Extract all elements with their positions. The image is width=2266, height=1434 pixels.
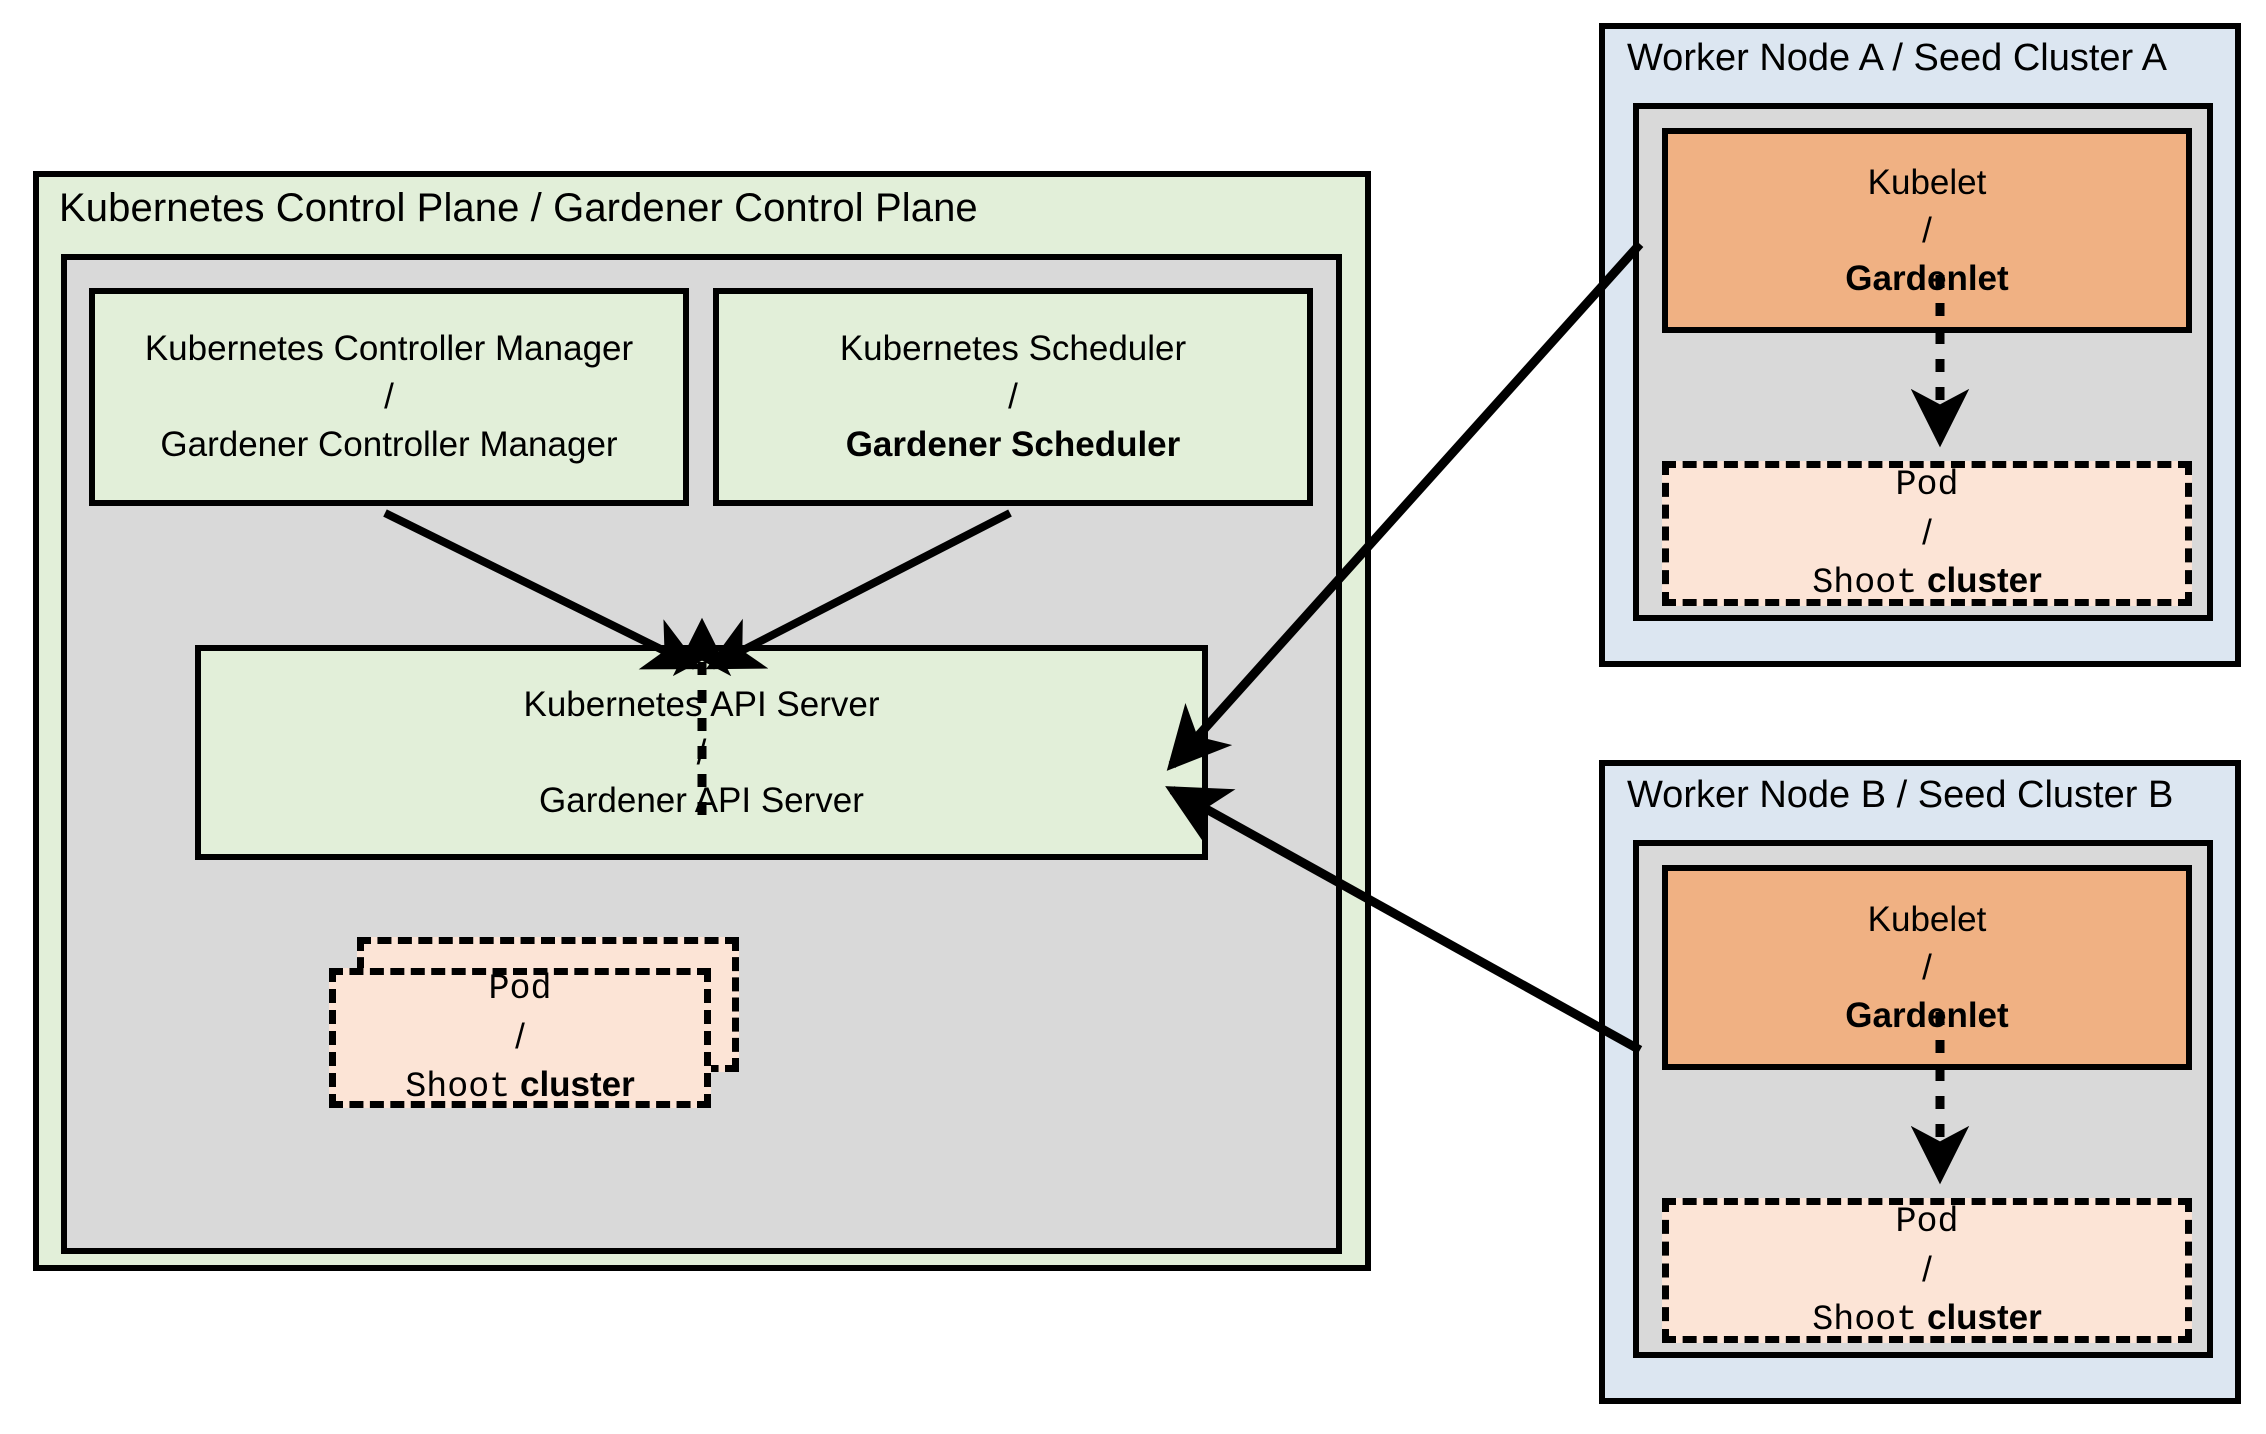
worker-a-agent-separator: /: [1922, 210, 1932, 250]
control-plane-pod-line1: Pod: [488, 969, 552, 1009]
worker-b-agent-separator: /: [1922, 947, 1932, 987]
worker-b-pod-line1: Pod: [1895, 1201, 1959, 1242]
worker-node-a-title: Worker Node A / Seed Cluster A: [1627, 37, 2168, 79]
api-server-separator: /: [696, 732, 707, 772]
worker-b-pod-shoot-word: Shoot: [1812, 1299, 1918, 1340]
controller-manager-separator: /: [384, 377, 394, 416]
worker-node-b-title: Worker Node B / Seed Cluster B: [1627, 774, 2174, 816]
worker-a-pod-line1: Pod: [1895, 464, 1959, 505]
control-plane-inner-region: Kubernetes Controller Manager / Gardener…: [61, 254, 1342, 1254]
controller-manager-box[interactable]: Kubernetes Controller Manager / Gardener…: [89, 288, 689, 506]
control-plane-panel: Kubernetes Control Plane / Gardener Cont…: [33, 171, 1371, 1271]
worker-b-kubelet-line: Kubelet: [1867, 899, 1987, 939]
worker-a-pod-line2: Shoot cluster: [1812, 557, 2042, 607]
worker-b-pod-line2: Shoot cluster: [1812, 1294, 2042, 1344]
worker-a-kubelet-line: Kubelet: [1867, 162, 1987, 202]
worker-b-pod-box[interactable]: Pod / Shoot cluster: [1662, 1198, 2192, 1343]
controller-manager-line1: Kubernetes Controller Manager: [144, 329, 634, 368]
worker-b-gardenlet-box[interactable]: Kubelet / Gardenlet: [1662, 865, 2192, 1070]
worker-a-pod-shoot-word: Shoot: [1812, 562, 1918, 603]
control-plane-pod-separator: /: [515, 1017, 525, 1056]
api-server-line2: Gardener API Server: [539, 780, 864, 820]
api-server-box[interactable]: Kubernetes API Server / Gardener API Ser…: [195, 645, 1208, 860]
scheduler-separator: /: [1008, 377, 1018, 416]
worker-node-a-inner-region: Kubelet / Gardenlet Pod / Shoot cluster: [1633, 103, 2213, 621]
worker-b-pod-separator: /: [1922, 1249, 1932, 1289]
worker-node-a-panel: Worker Node A / Seed Cluster A Kubelet /…: [1599, 23, 2241, 667]
scheduler-box[interactable]: Kubernetes Scheduler / Gardener Schedule…: [713, 288, 1313, 506]
scheduler-line2: Gardener Scheduler: [845, 425, 1181, 464]
worker-a-gardenlet-line: Gardenlet: [1845, 258, 2009, 298]
controller-manager-line2: Gardener Controller Manager: [160, 425, 618, 464]
control-plane-pod-line2: Shoot cluster: [405, 1061, 635, 1111]
worker-node-b-inner-region: Kubelet / Gardenlet Pod / Shoot cluster: [1633, 840, 2213, 1358]
worker-a-pod-cluster-word: cluster: [1926, 560, 2042, 600]
worker-a-pod-box[interactable]: Pod / Shoot cluster: [1662, 461, 2192, 606]
control-plane-pod-cluster-word: cluster: [519, 1065, 635, 1104]
api-server-line1: Kubernetes API Server: [523, 684, 880, 724]
worker-node-b-panel: Worker Node B / Seed Cluster B Kubelet /…: [1599, 760, 2241, 1404]
scheduler-line1: Kubernetes Scheduler: [839, 329, 1187, 368]
worker-b-gardenlet-line: Gardenlet: [1845, 995, 2009, 1035]
control-plane-pod-shoot-word: Shoot: [405, 1067, 511, 1107]
control-plane-pod-box[interactable]: Pod / Shoot cluster: [329, 968, 711, 1108]
worker-b-pod-cluster-word: cluster: [1926, 1297, 2042, 1337]
control-plane-title: Kubernetes Control Plane / Gardener Cont…: [59, 186, 978, 230]
worker-a-gardenlet-box[interactable]: Kubelet / Gardenlet: [1662, 128, 2192, 333]
worker-a-pod-separator: /: [1922, 512, 1932, 552]
